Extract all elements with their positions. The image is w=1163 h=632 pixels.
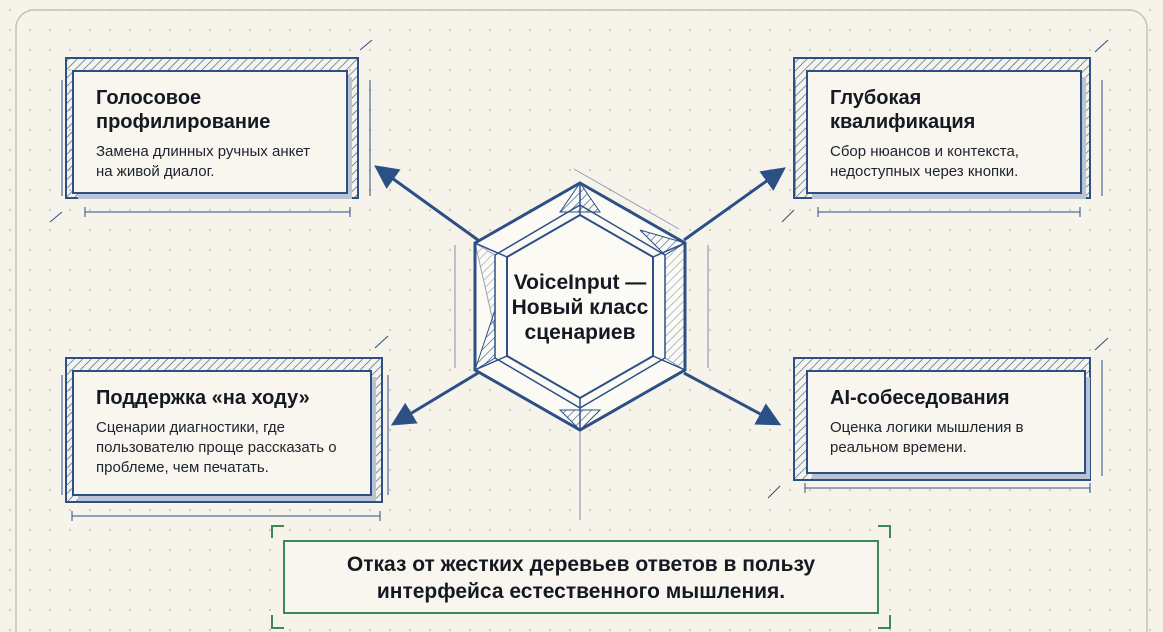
- card-title: Голосовое профилирование: [96, 87, 271, 133]
- card-description: Сбор нюансов и контекста, недоступных че…: [830, 143, 1019, 180]
- card-voice-profiling: Голосовое профилирование Замена длинных …: [72, 70, 348, 194]
- arrow-to-profiling: [374, 165, 479, 242]
- card-ai-interviews: AI-собеседования Оценка логики мышления …: [806, 370, 1086, 474]
- card-title: Поддержка «на ходу»: [96, 387, 310, 409]
- arrow-to-interviews: [683, 371, 782, 426]
- center-title: VoiceInput — Новый класс сценариев: [511, 271, 649, 344]
- outer-frame: [15, 9, 1148, 632]
- card-description: Замена длинных ручных анкет на живой диа…: [96, 143, 311, 180]
- arrow-to-qualification: [683, 167, 786, 242]
- card-description: Сценарии диагностики, где пользователю п…: [96, 419, 337, 476]
- center-hexagon: [454, 168, 709, 520]
- card-title: AI-собеседования: [830, 387, 1010, 409]
- card-description: Оценка логики мышления в реальном времен…: [830, 419, 1024, 456]
- card-support-on-the-go: Поддержка «на ходу» Сценарии диагностики…: [72, 370, 372, 496]
- conclusion-banner: Отказ от жестких деревьев ответов в поль…: [283, 540, 879, 614]
- card-deep-qualification: Глубокая квалификация Сбор нюансов и кон…: [806, 70, 1082, 194]
- conclusion-brackets: [271, 525, 891, 629]
- card-title: Глубокая квалификация: [830, 87, 976, 133]
- arrow-to-support: [390, 371, 479, 426]
